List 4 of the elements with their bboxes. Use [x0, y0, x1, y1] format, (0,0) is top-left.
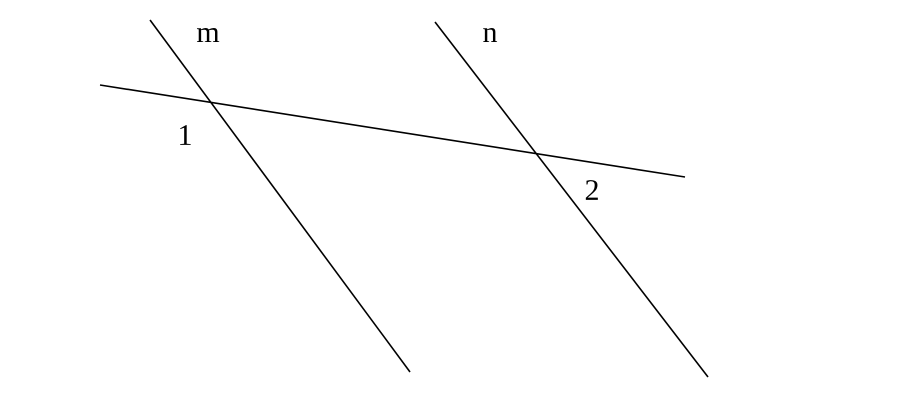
- line-label: n: [483, 28, 498, 42]
- line-label: m: [196, 28, 220, 42]
- line-label: 1: [180, 125, 191, 145]
- line-label: 2: [586, 180, 598, 200]
